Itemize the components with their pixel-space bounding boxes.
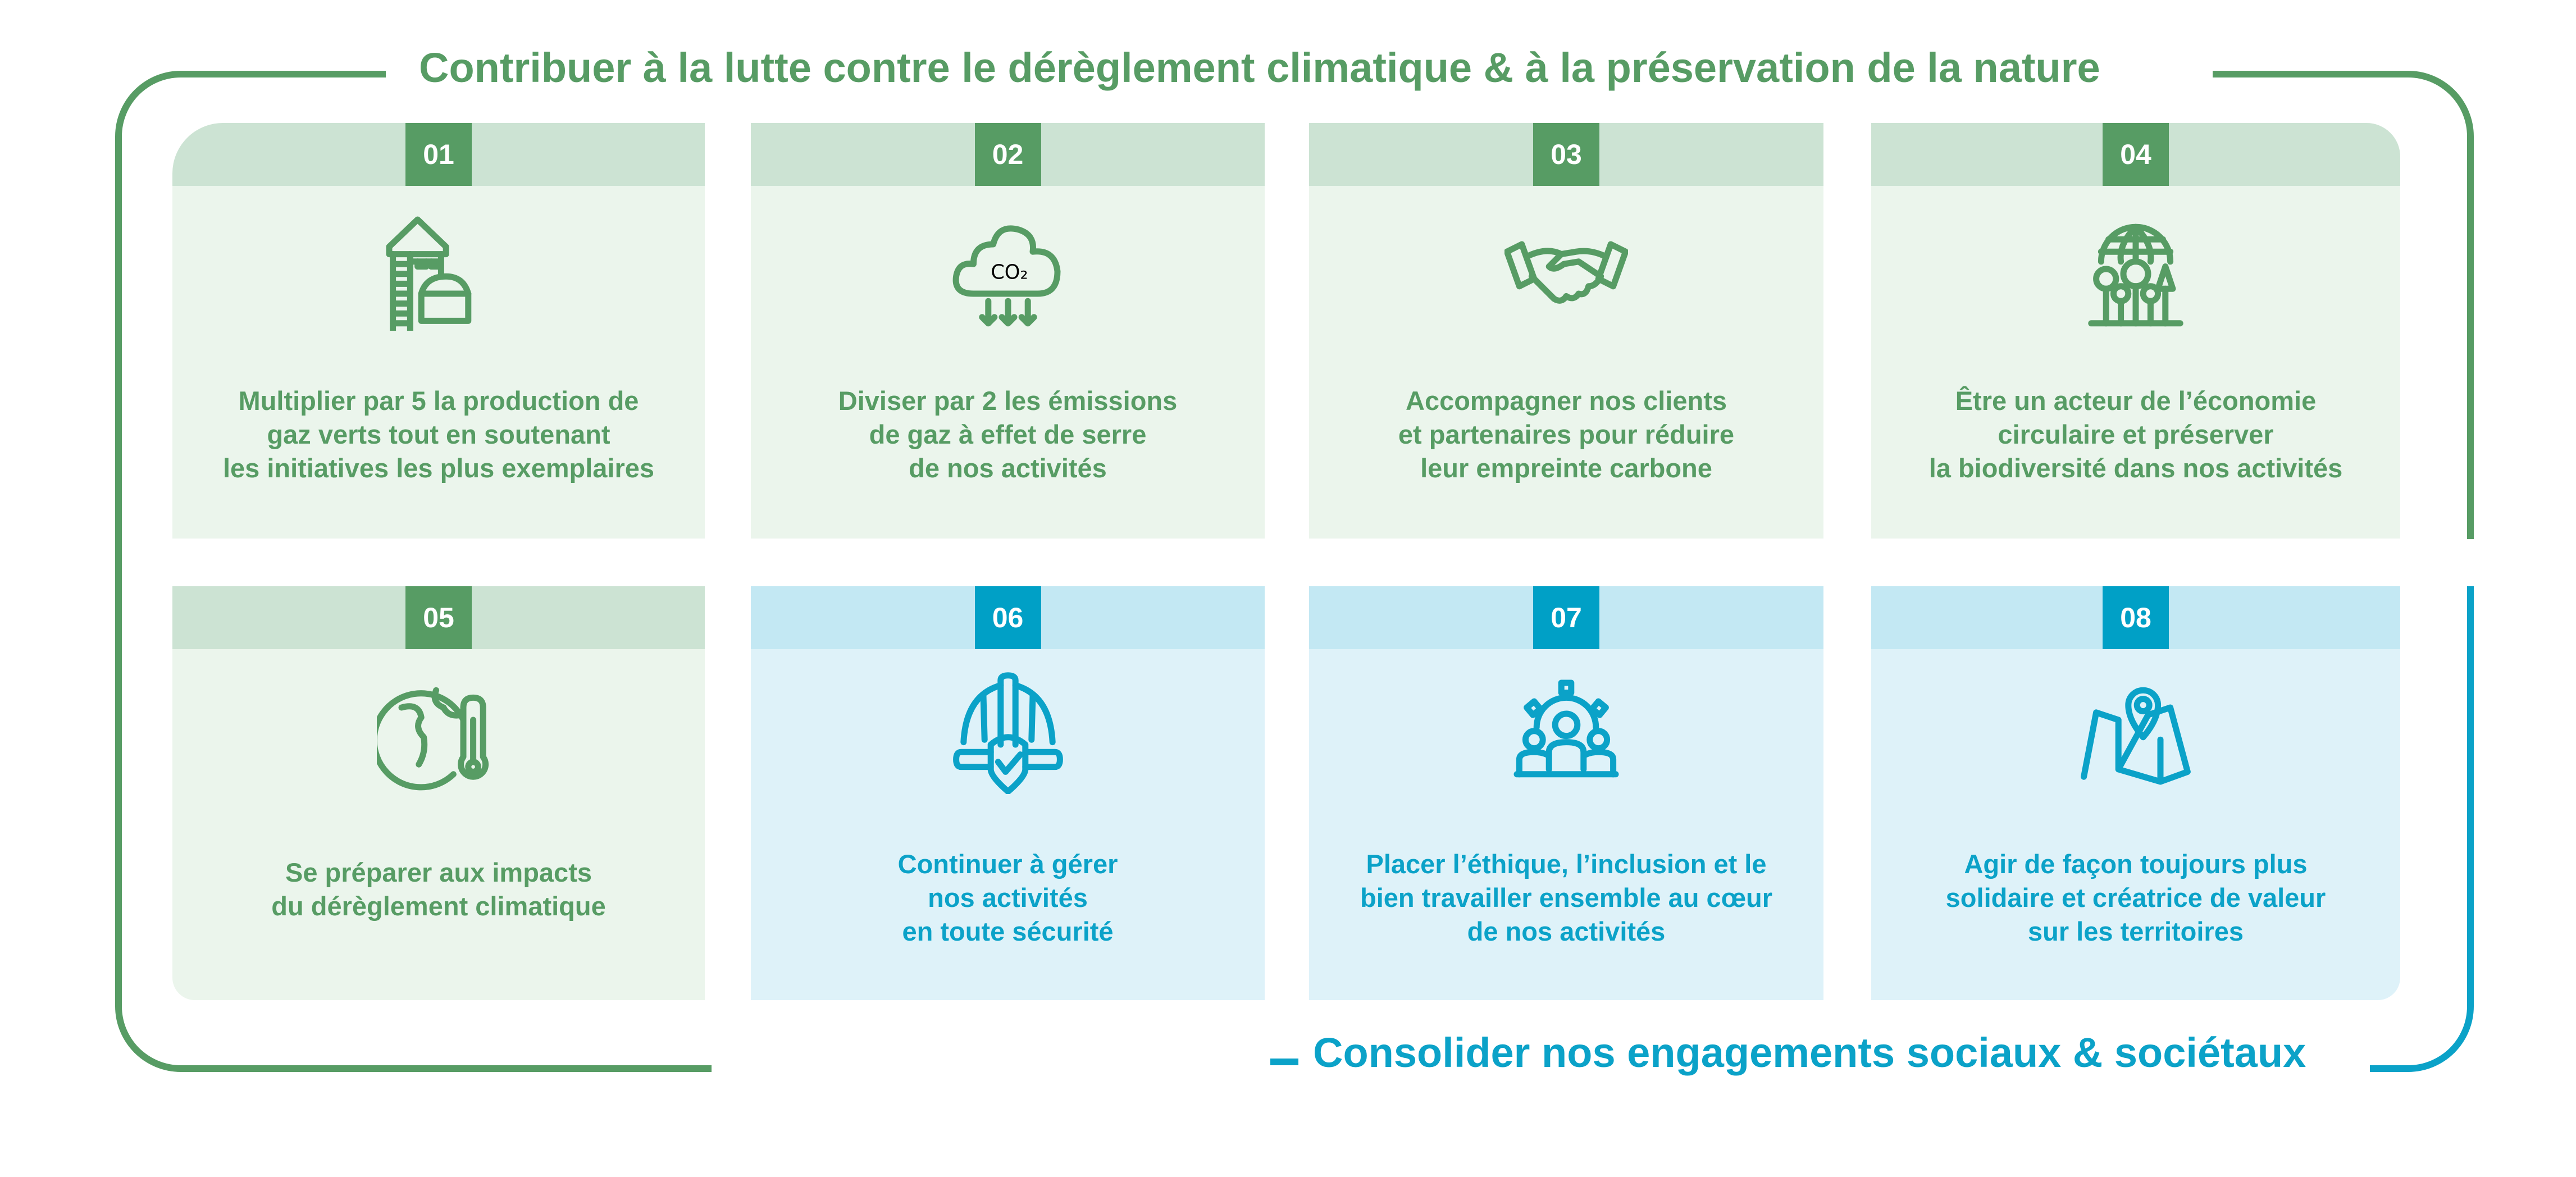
frame-left xyxy=(115,136,122,1001)
frame-bottom-middle xyxy=(1270,1059,1298,1065)
commitment-card-06: 06 Continuer à gérer nos activités en to… xyxy=(751,586,1265,1000)
card-number: 02 xyxy=(974,123,1041,186)
text-line: Multiplier par 5 la production de xyxy=(238,386,639,416)
commitment-card-04: 04 Être un acteur de l’économie circulai… xyxy=(1871,123,2400,539)
commitment-card-08: 08 Agir de façon toujours plus solidaire… xyxy=(1871,586,2400,1000)
text-line: les initiatives les plus exemplaires xyxy=(222,453,655,483)
card-number: 04 xyxy=(2103,123,2169,186)
text-line: la biodiversité dans nos activités xyxy=(1928,453,2343,483)
text-line: et partenaires pour réduire xyxy=(1398,419,1735,449)
card-text: Être un acteur de l’économie circulaire … xyxy=(1882,384,2389,485)
social-title: Consolider nos engagements sociaux & soc… xyxy=(1313,1029,2306,1076)
text-line: sur les territoires xyxy=(2027,916,2244,946)
card-number: 06 xyxy=(974,586,1041,649)
handshake-icon xyxy=(1504,241,1628,304)
frame-bottom-left xyxy=(115,1000,712,1072)
text-line: du dérèglement climatique xyxy=(271,891,606,921)
frame-bottom-right xyxy=(2370,1000,2474,1072)
text-line: en toute sécurité xyxy=(902,916,1114,946)
card-text: Agir de façon toujours plus solidaire et… xyxy=(1882,847,2389,948)
text-line: Placer l’éthique, l’inclusion et le xyxy=(1366,849,1767,879)
safety-helmet-shield-icon xyxy=(952,672,1063,794)
text-line: circulaire et préserver xyxy=(1998,419,2274,449)
commitment-card-03: 03 Accompagner nos clients et partenaire… xyxy=(1309,123,1823,539)
card-number: 08 xyxy=(2103,586,2169,649)
frame-right-green xyxy=(2467,136,2474,539)
co2-cloud-icon: CO₂ xyxy=(952,225,1060,327)
globe-thermometer-icon xyxy=(377,687,489,791)
card-text: Multiplier par 5 la production de gaz ve… xyxy=(184,384,694,485)
card-number: 05 xyxy=(405,586,472,649)
svg-text:CO₂: CO₂ xyxy=(991,261,1028,284)
text-line: de nos activités xyxy=(909,453,1107,483)
text-line: de gaz à effet de serre xyxy=(869,419,1147,449)
globe-trees-icon xyxy=(2088,223,2183,327)
text-line: Agir de façon toujours plus xyxy=(1964,849,2308,879)
card-text: Se préparer aux impacts du dérèglement c… xyxy=(184,856,694,923)
card-text: Accompagner nos clients et partenaires p… xyxy=(1320,384,1812,485)
frame-right-blue xyxy=(2467,586,2474,1002)
text-line: Se préparer aux impacts xyxy=(285,857,592,887)
text-line: de nos activités xyxy=(1467,916,1666,946)
text-line: Continuer à gérer xyxy=(897,849,1118,879)
commitment-card-02: 02 CO₂ Diviser par 2 les émissions de ga… xyxy=(751,123,1265,539)
text-line: Être un acteur de l’économie xyxy=(1955,386,2317,416)
text-line: solidaire et créatrice de valeur xyxy=(1945,883,2326,913)
commitment-card-01: 01 Multiplier par 5 la production de gaz… xyxy=(172,123,705,539)
card-number: 03 xyxy=(1533,123,1599,186)
commitment-card-07: 07 Placer l’éthique, l’inclusion et le b… xyxy=(1309,586,1823,1000)
text-line: Diviser par 2 les émissions xyxy=(838,386,1178,416)
card-text: Continuer à gérer nos activités en toute… xyxy=(762,847,1253,948)
card-number: 07 xyxy=(1533,586,1599,649)
text-line: Accompagner nos clients xyxy=(1406,386,1727,416)
biogas-plant-icon xyxy=(386,216,472,331)
card-text: Diviser par 2 les émissions de gaz à eff… xyxy=(762,384,1253,485)
environment-title: Contribuer à la lutte contre le dérèglem… xyxy=(419,44,2100,91)
commitment-card-05: 05 Se préparer aux impacts du dérèglemen… xyxy=(172,586,705,1000)
map-pin-icon xyxy=(2081,687,2191,785)
text-line: gaz verts tout en soutenant xyxy=(267,419,610,449)
text-line: nos activités xyxy=(928,883,1088,913)
text-line: leur empreinte carbone xyxy=(1420,453,1712,483)
card-text: Placer l’éthique, l’inclusion et le bien… xyxy=(1320,847,1812,948)
people-gear-icon xyxy=(1513,679,1619,778)
text-line: bien travailler ensemble au cœur xyxy=(1360,883,1772,913)
card-number: 01 xyxy=(405,123,472,186)
